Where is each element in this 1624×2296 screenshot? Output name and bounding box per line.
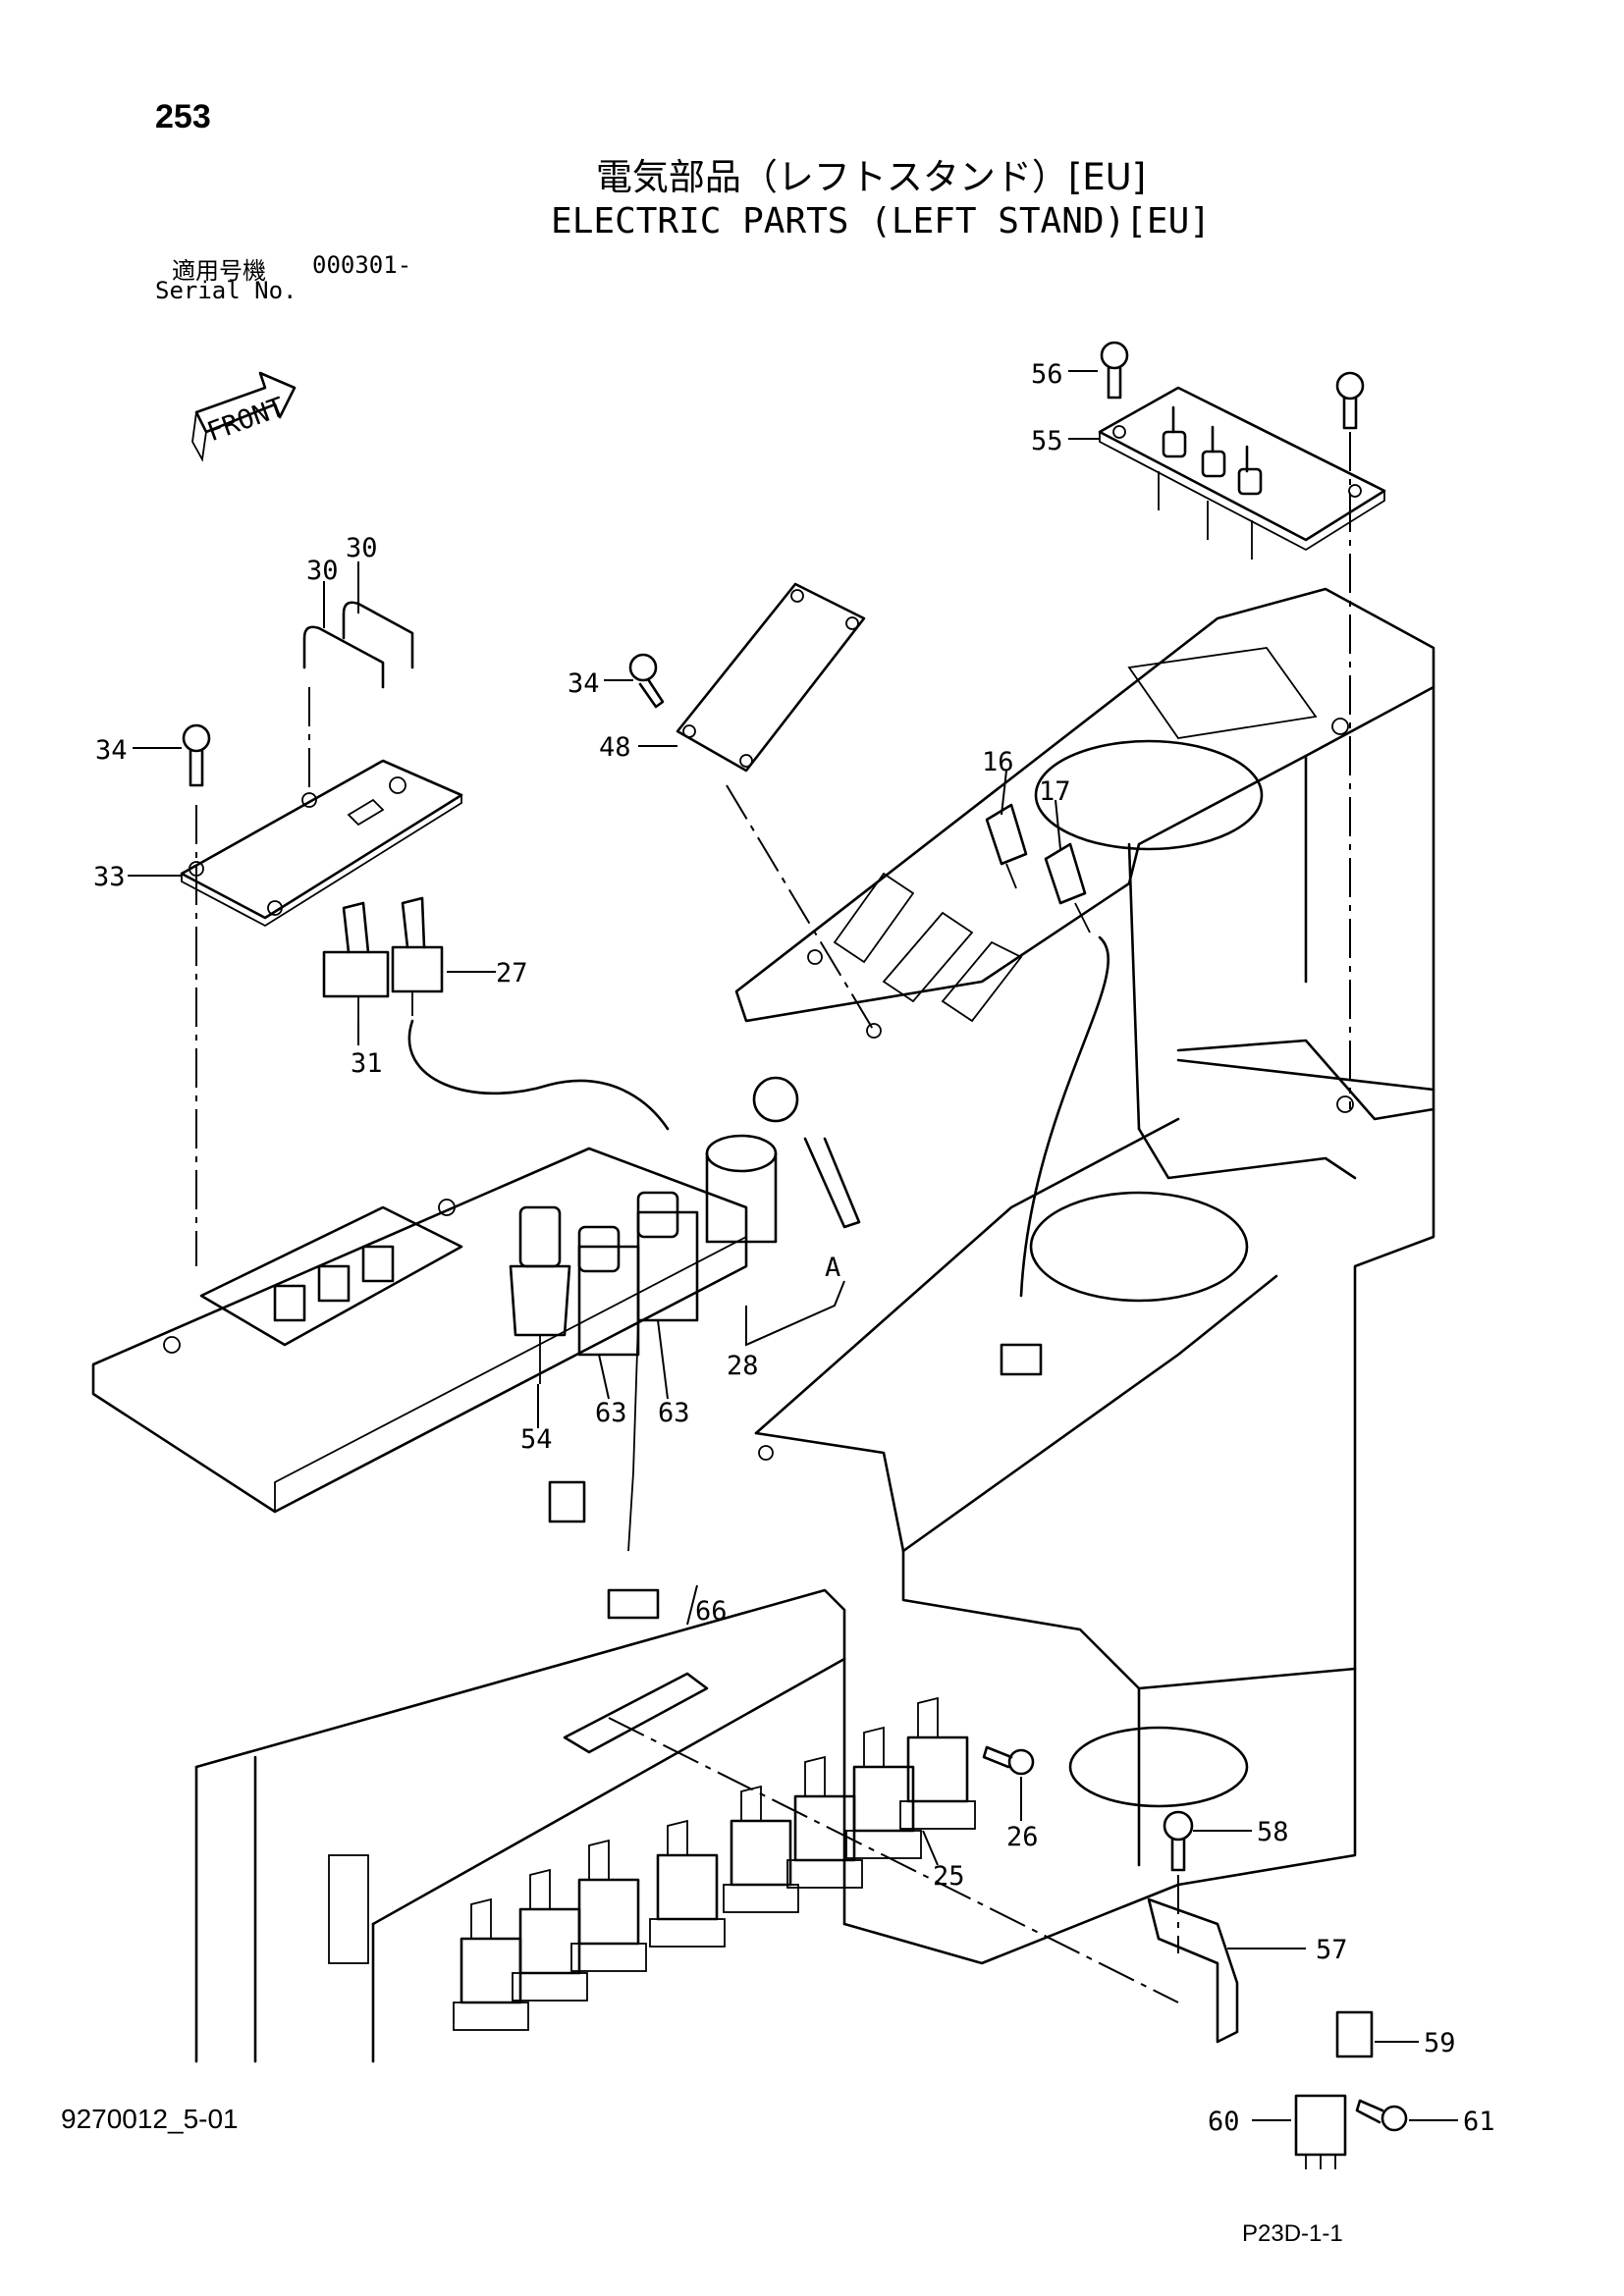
- part-label-34-top: 34: [568, 668, 600, 699]
- label-59: [1335, 2010, 1374, 2058]
- left-stand-panel: [91, 1147, 748, 1514]
- connector: [548, 1480, 586, 1523]
- page-reference: P23D-1-1: [1242, 2220, 1343, 2247]
- relay: [845, 1726, 922, 1859]
- bracket-57: [1147, 1897, 1239, 2044]
- part-label-57: 57: [1316, 1935, 1348, 1965]
- sensor-17: [1044, 842, 1091, 934]
- relay: [723, 1785, 799, 1913]
- push-button-63a: [577, 1225, 640, 1357]
- screw-34-left: [182, 723, 211, 787]
- part-label-28: 28: [727, 1351, 759, 1381]
- part-label-A: A: [825, 1253, 840, 1283]
- relay: [786, 1755, 863, 1889]
- front-arrow: FRONT: [191, 371, 297, 462]
- push-button-54: [509, 1205, 571, 1384]
- key-switch-28: [705, 1076, 861, 1244]
- part-label-16: 16: [982, 747, 1014, 777]
- serial-value: 000301-: [312, 251, 412, 279]
- relay: [570, 1839, 647, 1972]
- bolt-26: [982, 1745, 1035, 1776]
- part-label-59: 59: [1424, 2028, 1456, 2058]
- push-button-63b: [627, 1191, 699, 1552]
- part-label-56: 56: [1031, 359, 1063, 390]
- relay: [649, 1819, 726, 1948]
- part-label-30b: 30: [346, 533, 378, 563]
- part-label-58: 58: [1257, 1817, 1289, 1847]
- part-label-48: 48: [599, 732, 631, 763]
- sensor-16: [985, 803, 1028, 889]
- part-label-27: 27: [496, 958, 528, 988]
- title-japanese: 電気部品（レフトスタンド）[EU]: [595, 156, 1147, 198]
- cover-plate-48: [676, 582, 866, 773]
- relay-group: [453, 1696, 976, 2031]
- bolt-61: [1355, 2099, 1408, 2132]
- part-label-30a: 30: [306, 556, 339, 586]
- document-code: 9270012_5-01: [61, 2104, 239, 2134]
- screw-56: [1100, 341, 1129, 400]
- bolt-58: [1163, 1810, 1194, 1872]
- center-line: [726, 784, 875, 1032]
- part-label-55: 55: [1031, 426, 1063, 456]
- left-stand-body: [734, 587, 1435, 1887]
- screw-34-top: [628, 653, 665, 709]
- part-label-33: 33: [93, 862, 126, 892]
- part-label-61: 61: [1463, 2107, 1495, 2137]
- lower-frame: [194, 1588, 1180, 2063]
- plate-33: [180, 759, 463, 928]
- serial-label-en: Serial No.: [155, 277, 298, 304]
- part-label-60: 60: [1208, 2107, 1240, 2137]
- part-label-54: 54: [520, 1424, 553, 1455]
- connector: [1000, 1343, 1043, 1376]
- part-label-25: 25: [933, 1861, 965, 1892]
- part-label-66: 66: [695, 1596, 728, 1627]
- front-label: FRONT: [203, 392, 289, 448]
- relay: [899, 1696, 976, 1830]
- harness-cable: [1019, 935, 1110, 1298]
- relay: [453, 1897, 529, 2031]
- part-label-17: 17: [1039, 776, 1071, 807]
- relay: [512, 1868, 588, 2002]
- part-label-31: 31: [351, 1048, 383, 1079]
- part-label-63a: 63: [595, 1398, 627, 1428]
- serial-label-jp: 適用号機: [172, 257, 266, 285]
- page-number: 253: [155, 98, 211, 135]
- part-label-34-left: 34: [95, 735, 128, 766]
- switch-panel-55: [1098, 386, 1386, 560]
- toggle-switches-27: [322, 896, 444, 1021]
- title-english: ELECTRIC PARTS (LEFT STAND)[EU]: [551, 201, 1211, 241]
- connector: [607, 1588, 660, 1620]
- screw: [1335, 371, 1365, 430]
- u-bolts-30: [302, 601, 414, 689]
- relay-60: [1294, 2094, 1347, 2169]
- part-label-63b: 63: [658, 1398, 690, 1428]
- leader-lines: [128, 370, 1458, 2121]
- part-label-26: 26: [1006, 1822, 1039, 1852]
- harness-cable: [407, 1019, 670, 1131]
